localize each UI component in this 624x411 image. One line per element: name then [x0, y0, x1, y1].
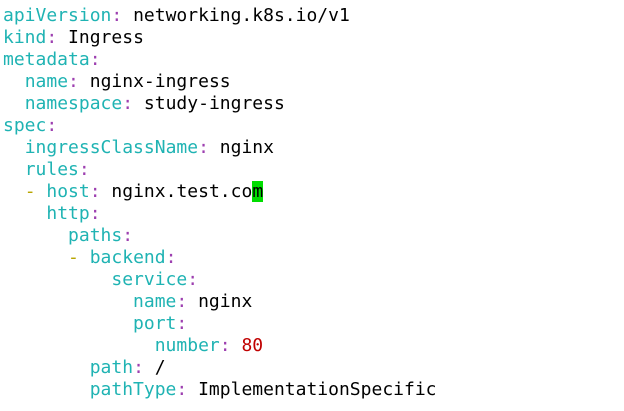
editor-line[interactable]: - host: nginx.test.com	[3, 181, 437, 203]
line-indent	[3, 159, 25, 180]
key-colon: :	[187, 269, 199, 290]
editor-line[interactable]: ingressClassName: nginx	[3, 137, 437, 159]
list-dash: -	[68, 247, 90, 268]
yaml-key: backend	[89, 247, 166, 268]
key-colon: :	[46, 115, 58, 136]
line-indent	[3, 71, 25, 92]
editor-line[interactable]: port:	[3, 313, 437, 335]
yaml-key: name	[24, 71, 69, 92]
yaml-value: nginx-ingress	[89, 71, 231, 92]
key-colon: :	[219, 335, 231, 356]
yaml-key: number	[154, 335, 220, 356]
line-indent	[3, 269, 111, 290]
line-indent	[3, 335, 155, 356]
key-colon: :	[176, 379, 188, 400]
yaml-key: kind	[3, 27, 47, 48]
key-colon: :	[46, 27, 58, 48]
yaml-key: port	[133, 313, 177, 334]
line-indent	[3, 93, 25, 114]
key-colon: :	[122, 93, 134, 114]
yaml-key: host	[46, 181, 90, 202]
yaml-value: study-ingress	[143, 93, 285, 114]
line-indent	[3, 225, 68, 246]
yaml-key: name	[133, 291, 177, 312]
yaml-value: networking.k8s.io/v1	[133, 5, 350, 26]
yaml-value: nginx	[219, 137, 274, 158]
key-colon: :	[68, 71, 79, 92]
key-colon: :	[89, 203, 101, 224]
line-indent	[3, 137, 25, 158]
editor-line[interactable]: number: 80	[3, 335, 437, 357]
text-cursor: m	[252, 181, 264, 202]
yaml-key: http	[46, 203, 90, 224]
yaml-value: nginx.test.co	[111, 181, 253, 202]
key-colon: :	[176, 313, 188, 334]
editor-line[interactable]: path: /	[3, 357, 437, 379]
editor-line[interactable]: pathType: ImplementationSpecific	[3, 379, 437, 401]
line-indent	[3, 203, 46, 224]
line-indent	[3, 181, 25, 202]
yaml-key: path	[89, 357, 134, 378]
line-indent	[3, 313, 133, 334]
editor-line[interactable]: name: nginx-ingress	[3, 71, 437, 93]
yaml-key: namespace	[24, 93, 123, 114]
editor-line[interactable]: name: nginx	[3, 291, 437, 313]
yaml-key: service	[111, 269, 188, 290]
yaml-value: Ingress	[68, 27, 144, 48]
editor-line[interactable]: rules:	[3, 159, 437, 181]
key-colon: :	[133, 357, 144, 378]
editor-line[interactable]: - backend:	[3, 247, 437, 269]
key-colon: :	[89, 181, 101, 202]
editor-line[interactable]: http:	[3, 203, 437, 225]
line-indent	[3, 379, 90, 400]
editor-line[interactable]: paths:	[3, 225, 437, 247]
yaml-key: rules	[24, 159, 79, 180]
key-colon: :	[176, 291, 188, 312]
editor-line[interactable]: service:	[3, 269, 437, 291]
key-colon: :	[78, 159, 90, 180]
key-colon: :	[165, 247, 177, 268]
yaml-key: metadata	[3, 49, 90, 70]
key-colon: :	[198, 137, 209, 158]
editor-line[interactable]: apiVersion: networking.k8s.io/v1	[3, 5, 437, 27]
yaml-key: spec	[3, 115, 47, 136]
yaml-key: ingressClassName	[24, 137, 199, 158]
editor-line[interactable]: namespace: study-ingress	[3, 93, 437, 115]
line-indent	[3, 291, 133, 312]
yaml-value: ImplementationSpecific	[198, 379, 437, 400]
key-colon: :	[89, 49, 101, 70]
editor-line[interactable]: spec:	[3, 115, 437, 137]
yaml-key: paths	[68, 225, 123, 246]
key-colon: :	[122, 225, 134, 246]
list-dash: -	[24, 181, 47, 202]
key-colon: :	[111, 5, 123, 26]
yaml-key: apiVersion	[3, 5, 112, 26]
yaml-value: /	[154, 357, 166, 378]
line-indent	[3, 247, 68, 268]
yaml-key: pathType	[89, 379, 177, 400]
editor-line[interactable]: kind: Ingress	[3, 27, 437, 49]
yaml-value: nginx	[198, 291, 253, 312]
line-indent	[3, 357, 90, 378]
yaml-number-value: 80	[241, 335, 264, 356]
editor-line[interactable]: metadata:	[3, 49, 437, 71]
